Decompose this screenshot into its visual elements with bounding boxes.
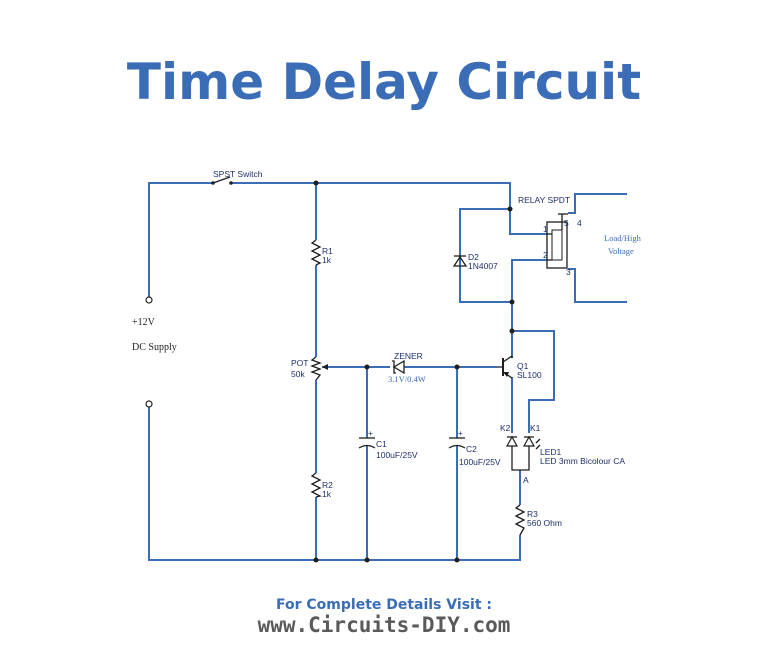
spst-switch <box>211 176 233 185</box>
footer-label: For Complete Details Visit : <box>276 597 492 613</box>
relay-pin-5: 5 <box>564 218 569 228</box>
led-pin-a: A <box>523 475 529 485</box>
r2-value: 1k <box>322 489 332 499</box>
r1-name: R1 <box>322 246 333 256</box>
load-label-line1: Load/High <box>604 233 642 243</box>
labels: SPST Switch RELAY SPDT Load/High Voltage… <box>132 169 642 528</box>
pot-name: POT <box>291 358 308 368</box>
led1-bicolour <box>505 435 541 471</box>
c2-value: 100uF/25V <box>459 457 501 467</box>
c1-capacitor: + <box>358 428 376 449</box>
r3-resistor <box>514 504 526 536</box>
q1-value: SL100 <box>517 370 542 380</box>
pot-value: 50k <box>291 369 305 379</box>
relay-pin-4: 4 <box>577 218 582 228</box>
led1-value: LED 3mm Bicolour CA <box>540 456 625 466</box>
relay-pin-1: 1 <box>543 224 548 234</box>
c2-capacitor: + <box>448 428 466 449</box>
c1-value: 100uF/25V <box>376 450 418 460</box>
c1-name: C1 <box>376 439 387 449</box>
wires <box>148 182 627 561</box>
q1-name: Q1 <box>517 361 529 371</box>
r2-name: R2 <box>322 480 333 490</box>
led1-name: LED1 <box>540 447 562 457</box>
d2-name: D2 <box>468 252 479 262</box>
relay-pin-2: 2 <box>543 250 548 260</box>
load-label-line2: Voltage <box>608 246 634 256</box>
footer-url[interactable]: www.Circuits-DIY.com <box>257 613 511 637</box>
r1-resistor <box>310 239 322 266</box>
svg-text:+: + <box>368 428 373 438</box>
led-pin-k2: K2 <box>500 423 511 433</box>
supply-label: DC Supply <box>132 342 177 353</box>
supply-terminals <box>145 296 153 408</box>
r3-value: 560 Ohm <box>527 518 562 528</box>
led-pin-k1: K1 <box>530 423 541 433</box>
potentiometer <box>310 356 328 381</box>
junction-dots <box>313 180 515 563</box>
zener-name: ZENER <box>394 351 423 361</box>
relay-label: RELAY SPDT <box>518 195 570 205</box>
supply-voltage-label: +12V <box>132 317 156 328</box>
r3-name: R3 <box>527 509 538 519</box>
r2-resistor <box>310 472 322 498</box>
zener-diode <box>392 359 405 375</box>
relay-spdt <box>546 213 568 269</box>
relay-pin-3: 3 <box>566 267 571 277</box>
page-title: Time Delay Circuit <box>126 53 642 111</box>
svg-text:+: + <box>458 428 463 438</box>
zener-value: 3.1V/0.4W <box>388 374 426 384</box>
c2-name: C2 <box>466 444 477 454</box>
q1-transistor <box>497 355 513 379</box>
d2-value: 1N4007 <box>468 261 498 271</box>
r1-value: 1k <box>322 255 332 265</box>
d2-diode <box>452 255 468 267</box>
switch-label: SPST Switch <box>213 169 263 179</box>
